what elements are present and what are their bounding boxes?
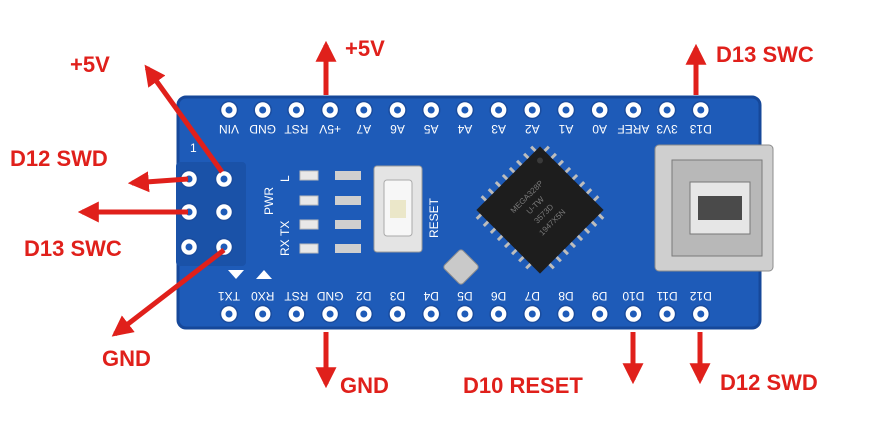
microcontroller-chip bbox=[475, 145, 605, 274]
callout-top-right-d13: D13 SWC bbox=[716, 42, 814, 67]
top-pin-label-a2: A2 bbox=[525, 122, 540, 136]
top-pin-label-a0: A0 bbox=[592, 122, 607, 136]
bottom-pin-label-d2: D2 bbox=[356, 289, 372, 303]
bottom-pin-label-gnd: GND bbox=[316, 289, 343, 303]
arduino-nano-board: 1 L PWR TX RX RESET bbox=[176, 95, 774, 330]
bottom-pin-d3-hole bbox=[394, 310, 401, 318]
bottom-pin-d8-hole bbox=[562, 310, 570, 318]
icsp-pin-4-hole bbox=[220, 208, 228, 216]
reset-label: RESET bbox=[427, 197, 441, 238]
bottom-pin-label-d8: D8 bbox=[558, 289, 574, 303]
bottom-pin-d2-hole bbox=[360, 310, 368, 318]
callout-left-d12: D12 SWD bbox=[10, 146, 108, 171]
top-pin-a1-hole bbox=[562, 106, 570, 114]
pin1-triangle-marker bbox=[228, 270, 244, 279]
top-pin-3v3-hole bbox=[663, 106, 671, 114]
top-pin-5v-hole bbox=[326, 106, 334, 114]
bottom-pin-d6-hole bbox=[495, 310, 503, 318]
bottom-pin-label-d11: D11 bbox=[656, 289, 677, 303]
bottom-pin-label-d4: D4 bbox=[423, 289, 439, 303]
led-label-pwr: PWR bbox=[262, 187, 276, 215]
callout-left-gnd: GND bbox=[102, 346, 151, 371]
bottom-pin-label-d5: D5 bbox=[457, 289, 473, 303]
top-pin-label-a1: A1 bbox=[558, 122, 573, 136]
top-pin-d13-hole bbox=[697, 106, 705, 114]
callout-bottom-d12: D12 SWD bbox=[720, 370, 818, 395]
top-pin-aref-hole bbox=[629, 106, 637, 114]
callout-arrows bbox=[77, 40, 711, 389]
usb-connector bbox=[654, 144, 774, 272]
led-label-rx: RX bbox=[278, 239, 292, 256]
arrow-left-gnd bbox=[111, 248, 226, 337]
top-pin-gnd-hole bbox=[259, 106, 267, 114]
top-pin-label-vin: VIN bbox=[219, 122, 239, 136]
top-pin-a5-hole bbox=[427, 106, 435, 114]
callout-bottom-d10: D10 RESET bbox=[463, 373, 583, 398]
top-pin-a7-hole bbox=[360, 106, 368, 114]
bottom-pin-d12-hole bbox=[697, 310, 705, 318]
callout-top-5v: +5V bbox=[345, 36, 385, 61]
header-mark: 1 bbox=[190, 141, 197, 155]
callout-top-left-5v: +5V bbox=[70, 52, 110, 77]
top-pin-label-aref: AREF bbox=[617, 122, 649, 136]
top-pin-a2-hole bbox=[528, 106, 536, 114]
bottom-pin-rst-hole bbox=[292, 310, 300, 318]
arrow-top-left-5v bbox=[144, 64, 225, 174]
top-pin-label-d13: D13 bbox=[689, 122, 711, 136]
bottom-pin-row: TX1 RX0 RST GND D2 D3 D4 D5 D6 D7 D8 D9 D10 D11 D12 bbox=[218, 289, 712, 324]
top-pin-a4-hole bbox=[461, 106, 469, 114]
bottom-pin-tx1-hole bbox=[225, 310, 233, 318]
top-pin-label-gnd: GND bbox=[249, 122, 276, 136]
bottom-pin-gnd-hole bbox=[326, 310, 334, 318]
top-pin-label-a6: A6 bbox=[390, 122, 405, 136]
callout-left-d13: D13 SWC bbox=[24, 236, 122, 261]
bottom-pin-label-tx1: TX1 bbox=[218, 289, 240, 303]
bottom-pin-d11-hole bbox=[663, 310, 671, 318]
top-pin-row: VIN GND RST +5V A7 A6 A5 A4 A3 A2 A1 A0 AREF 3V3 D13 bbox=[219, 100, 712, 136]
crystal bbox=[443, 249, 479, 285]
icsp-pin-5-hole bbox=[185, 243, 193, 251]
led-label-l: L bbox=[278, 175, 292, 182]
top-pin-a0-hole bbox=[596, 106, 604, 114]
top-pin-label-a7: A7 bbox=[356, 122, 371, 136]
top-pin-label-5v: +5V bbox=[319, 122, 341, 136]
status-leds bbox=[299, 170, 361, 254]
bottom-pin-d9-hole bbox=[596, 310, 604, 318]
bottom-pin-d7-hole bbox=[528, 310, 536, 318]
icsp-pin-2-hole bbox=[220, 175, 228, 183]
bottom-pin-label-d6: D6 bbox=[491, 289, 507, 303]
top-pin-a6-hole bbox=[394, 106, 401, 114]
bottom-pin-d5-hole bbox=[461, 310, 469, 318]
top-pin-a3-hole bbox=[495, 106, 503, 114]
top-pin-label-rst: RST bbox=[284, 122, 309, 136]
bottom-pin-label-d9: D9 bbox=[592, 289, 608, 303]
top-pin-label-a5: A5 bbox=[424, 122, 439, 136]
top-pin-label-a4: A4 bbox=[457, 122, 472, 136]
bottom-pin-d4-hole bbox=[427, 310, 435, 318]
callout-bottom-gnd: GND bbox=[340, 373, 389, 398]
bottom-pin-label-rst: RST bbox=[284, 289, 309, 303]
bottom-pin-label-d10: D10 bbox=[622, 289, 644, 303]
bottom-pin-label-d7: D7 bbox=[524, 289, 540, 303]
top-pin-vin-hole bbox=[225, 106, 233, 114]
pin1-triangle-marker-2 bbox=[256, 270, 272, 279]
led-label-tx: TX bbox=[278, 221, 292, 236]
bottom-pin-rx0-hole bbox=[259, 310, 267, 318]
arrow-left-d12 bbox=[127, 171, 189, 193]
reset-button bbox=[373, 165, 423, 253]
bottom-pin-label-d3: D3 bbox=[390, 289, 406, 303]
top-pin-label-3v3: 3V3 bbox=[656, 122, 678, 136]
top-pin-rst-hole bbox=[292, 106, 300, 114]
top-pin-label-a3: A3 bbox=[491, 122, 506, 136]
bottom-pin-d10-hole bbox=[629, 310, 637, 318]
bottom-pin-label-rx0: RX0 bbox=[251, 289, 275, 303]
bottom-pin-label-d12: D12 bbox=[689, 289, 711, 303]
